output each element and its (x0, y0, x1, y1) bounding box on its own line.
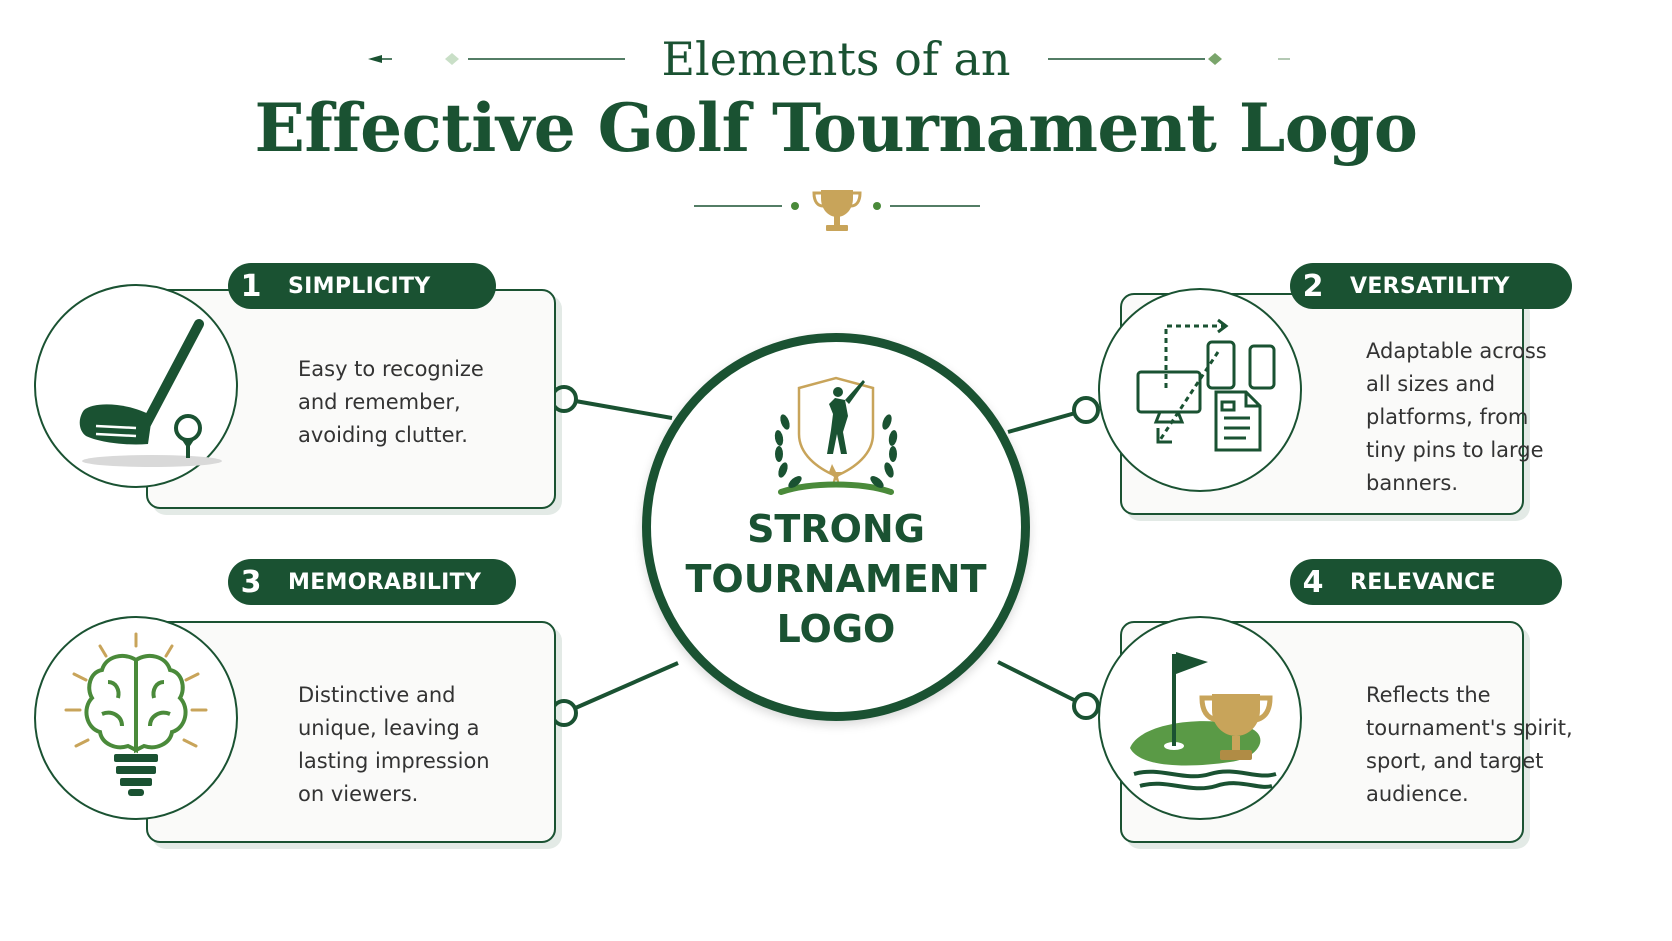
tab-versatility: 2 VERSATILITY (1290, 263, 1572, 309)
title-ornament-right (1048, 53, 1290, 65)
brain-bulb-icon (64, 632, 208, 796)
title-ornament-left (368, 53, 625, 65)
tab-label: VERSATILITY (1350, 273, 1510, 299)
hub-line: TOURNAMENT (685, 557, 987, 601)
card-description: Easy to recognize and remember, avoiding… (298, 357, 484, 447)
title-top: Elements of an (661, 32, 1011, 86)
hub-title: STRONG TOURNAMENT LOGO (651, 504, 1021, 654)
card-description: Adaptable across all sizes and platforms… (1366, 339, 1547, 495)
icon-circle-relevance (1098, 616, 1302, 820)
icon-circle-simplicity (34, 284, 238, 488)
devices-icon (1136, 318, 1276, 452)
title-divider (694, 202, 980, 210)
tab-label: MEMORABILITY (288, 569, 482, 595)
central-hub: STRONG TOURNAMENT LOGO (642, 333, 1030, 721)
green-trophy-icon (1130, 652, 1277, 791)
tab-label: RELEVANCE (1350, 569, 1496, 595)
tab-number: 2 (1302, 268, 1324, 304)
golfer-crest-icon (774, 376, 898, 495)
hub-line: LOGO (776, 607, 896, 651)
connectors (550, 385, 1100, 727)
golf-club-icon (79, 319, 222, 467)
card-description: Reflects the tournament's spirit, sport,… (1366, 683, 1573, 806)
tab-label: SIMPLICITY (288, 273, 431, 299)
icon-circle-versatility (1098, 288, 1302, 492)
trophy-icon (812, 190, 862, 231)
tab-number: 4 (1302, 564, 1324, 600)
hub-line: STRONG (747, 507, 925, 551)
page-title: Effective Golf Tournament Logo (254, 89, 1418, 167)
tab-relevance: 4 RELEVANCE (1290, 559, 1562, 605)
card-description: Distinctive and unique, leaving a lastin… (298, 683, 490, 806)
icon-circle-memorability (34, 616, 238, 820)
tab-simplicity: 1 SIMPLICITY (228, 263, 496, 309)
tab-number: 3 (240, 564, 262, 600)
tab-number: 1 (240, 268, 262, 304)
tab-memorability: 3 MEMORABILITY (228, 559, 516, 605)
